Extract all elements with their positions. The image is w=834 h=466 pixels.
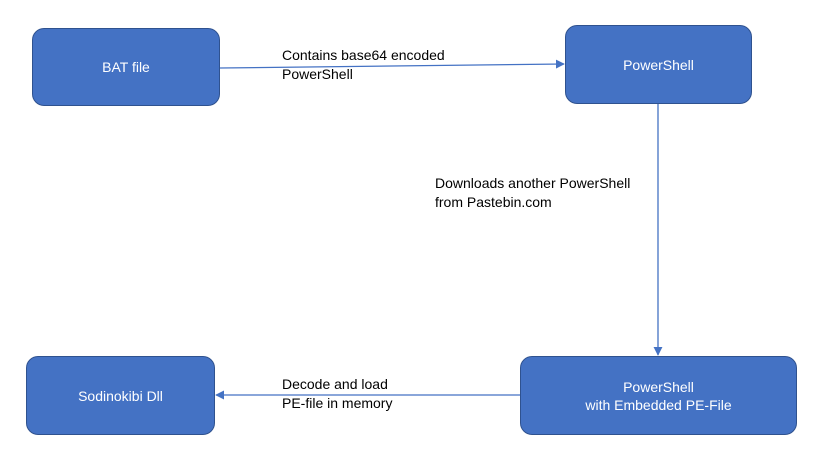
edge-label-line: Downloads another PowerShell <box>435 175 631 191</box>
bat-file-label: BAT file <box>102 59 150 75</box>
edge-label-powershell-to-embedded: Downloads another PowerShell from Pasteb… <box>435 174 630 212</box>
powershell-node: PowerShell <box>565 25 752 104</box>
powershell-label: PowerShell <box>623 56 694 73</box>
edge-label-line: Contains base64 encoded <box>282 47 445 63</box>
edge-label-line: from Pastebin.com <box>435 194 552 210</box>
sodinokibi-dll-node: Sodinokibi Dll <box>26 356 215 435</box>
edge-label-line: Decode and load <box>282 376 388 392</box>
powershell-embedded-line2: with Embedded PE-File <box>585 396 732 413</box>
edge-label-line: PE-file in memory <box>282 395 393 411</box>
arrow-bat-to-powershell <box>219 59 565 69</box>
edge-label-bat-to-powershell: Contains base64 encoded PowerShell <box>282 46 445 84</box>
bat-file-node: BAT file <box>32 28 220 106</box>
powershell-embedded-node: PowerShell with Embedded PE-File <box>520 356 797 435</box>
sodinokibi-dll-label: Sodinokibi Dll <box>78 387 163 404</box>
edge-label-line: PowerShell <box>282 66 353 82</box>
powershell-embedded-line1: PowerShell <box>623 378 694 395</box>
edge-label-embedded-to-dll: Decode and load PE-file in memory <box>282 375 392 413</box>
